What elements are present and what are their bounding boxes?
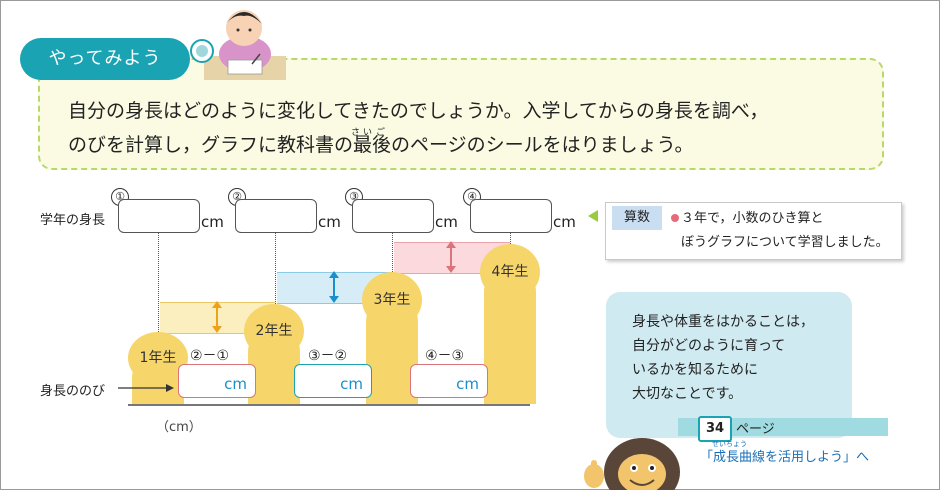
growth-label: 身長ののび bbox=[40, 384, 106, 399]
diff-unit-1: cm bbox=[224, 375, 247, 393]
math-note-box: 算数 ３年で，小数のひき算と ぼうグラフについて学習しました。 bbox=[605, 202, 902, 260]
growth-pointer-arrow bbox=[118, 384, 174, 392]
ruby-go-text: ご bbox=[376, 128, 389, 138]
diff-label-3: ④－③ bbox=[425, 348, 465, 364]
grade2-label: 2年生 bbox=[255, 323, 293, 339]
bullet-icon bbox=[671, 214, 679, 222]
diff-input-3[interactable]: cm bbox=[410, 364, 488, 398]
speech-line-1: 身長や体重をはかることは， bbox=[632, 314, 814, 330]
bottom-unit: （cm） bbox=[156, 420, 202, 435]
activity-box bbox=[38, 58, 884, 170]
height-input-1[interactable] bbox=[118, 199, 200, 233]
kanji-go: 後 bbox=[372, 134, 392, 156]
page-ref-number[interactable]: 34 bbox=[698, 416, 732, 442]
grade3-label: 3年生 bbox=[373, 292, 411, 308]
unit-4: cm bbox=[553, 213, 576, 231]
activity-label: やってみよう bbox=[20, 38, 190, 80]
page-ref-label[interactable]: ページ bbox=[736, 422, 775, 437]
page-ref-link[interactable]: 「成長曲線を活用しよう」へ bbox=[700, 450, 870, 465]
pointer-icon bbox=[588, 210, 598, 222]
math-note-line-2: ぼうグラフについて学習しました。 bbox=[681, 235, 889, 250]
math-tag: 算数 bbox=[612, 206, 662, 230]
intro-text: 自分の身長はどのように変化してきたのでしょうか。入学してからの身長を調べ， のび… bbox=[68, 94, 768, 162]
unit-2: cm bbox=[318, 213, 341, 231]
height-input-4[interactable] bbox=[470, 199, 552, 233]
ruby-go: ご後 bbox=[372, 128, 391, 162]
kanji-sai: 最 bbox=[353, 134, 373, 156]
unit-1: cm bbox=[201, 213, 224, 231]
growth-arrow-2 bbox=[329, 271, 339, 303]
ruby-sai: さい最 bbox=[351, 128, 373, 162]
diff-label-2: ③－② bbox=[308, 348, 348, 364]
math-note-line-1: ３年で，小数のひき算と bbox=[681, 211, 824, 226]
speech-line-3: いるかを知るために bbox=[632, 362, 758, 378]
intro-line-2a: のびを計算し，グラフに教科書の bbox=[68, 134, 354, 156]
intro-line-2d: のページのシールをはりましょう。 bbox=[391, 134, 694, 156]
grade1-label: 1年生 bbox=[139, 350, 177, 366]
diff-input-1[interactable]: cm bbox=[178, 364, 256, 398]
bubble-icon bbox=[190, 39, 214, 63]
gorilla-illustration bbox=[584, 438, 680, 490]
intro-line-2: のびを計算し，グラフに教科書のさい最ご後のページのシールをはりましょう。 bbox=[68, 128, 768, 162]
guide-line-4 bbox=[510, 232, 511, 244]
link-ruby: せいちょう bbox=[712, 440, 747, 448]
unit-3: cm bbox=[435, 213, 458, 231]
child-writing-illustration bbox=[204, 10, 286, 80]
growth-arrow-1 bbox=[212, 301, 222, 333]
grade3-head: 3年生 bbox=[362, 272, 422, 328]
height-input-2[interactable] bbox=[235, 199, 317, 233]
row-label: 学年の身長 bbox=[40, 213, 106, 228]
intro-line-1: 自分の身長はどのように変化してきたのでしょうか。入学してからの身長を調べ， bbox=[68, 100, 769, 122]
guide-line-2 bbox=[275, 232, 276, 304]
diff-unit-2: cm bbox=[340, 375, 363, 393]
guide-line-3 bbox=[392, 232, 393, 274]
grade4-label: 4年生 bbox=[491, 264, 529, 280]
diff-input-2[interactable]: cm bbox=[294, 364, 372, 398]
grade2-head: 2年生 bbox=[244, 304, 304, 358]
speech-line-4: 大切なことです。 bbox=[632, 386, 743, 402]
height-input-3[interactable] bbox=[352, 199, 434, 233]
speech-line-2: 自分がどのように育って bbox=[632, 338, 786, 354]
baseline bbox=[128, 404, 530, 406]
diff-unit-3: cm bbox=[456, 375, 479, 393]
speech-text: 身長や体重をはかることは， 自分がどのように育って いるかを知るために 大切なこ… bbox=[632, 310, 814, 406]
math-note-text: ３年で，小数のひき算と ぼうグラフについて学習しました。 bbox=[681, 207, 889, 255]
diff-label-1: ②－① bbox=[190, 348, 230, 364]
speech-box: 身長や体重をはかることは， 自分がどのように育って いるかを知るために 大切なこ… bbox=[606, 292, 852, 438]
guide-line-1 bbox=[158, 232, 159, 332]
ruby-sai-text: さい bbox=[351, 128, 376, 138]
grade4-head: 4年生 bbox=[480, 244, 540, 300]
growth-arrow-3 bbox=[446, 241, 456, 273]
